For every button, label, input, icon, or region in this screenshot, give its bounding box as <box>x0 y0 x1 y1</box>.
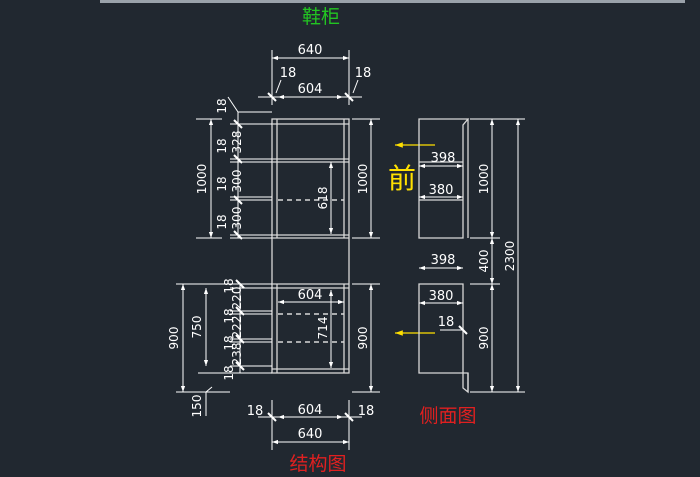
dim-gap-328: 328 <box>230 131 244 154</box>
dim-lower-shelf-a: 18 <box>222 308 236 323</box>
dim-shelf-4: 18 <box>215 214 229 229</box>
dim-bottom-overall: 640 <box>298 427 323 442</box>
side-view: 398 380 398 380 18 1000 400 900 2300 <box>418 118 525 394</box>
dim-side-upper-height: 1000 <box>477 164 491 195</box>
dim-lower-bottom-panel: 18 <box>222 365 236 380</box>
dim-lower-stack: 750 <box>190 316 204 339</box>
dim-upper-height: 1000 <box>195 164 209 195</box>
dim-lower-gap-238: 238 <box>230 343 244 366</box>
dim-side-upper-inner: 380 <box>429 183 454 198</box>
dim-side-back-panel: 18 <box>438 315 455 330</box>
dim-lower-top-panel: 18 <box>222 278 236 293</box>
dim-side-upper-outer: 398 <box>431 151 456 166</box>
dim-lower-inner-width: 604 <box>298 288 323 303</box>
left-lower-dimensions: 18 220 18 222 18 238 18 750 900 150 <box>167 278 272 417</box>
dim-lower-height-right: 900 <box>356 327 370 350</box>
dim-inner-width: 604 <box>298 82 323 97</box>
dim-top-board: 18 <box>215 98 229 113</box>
dim-gap-300-b: 300 <box>230 207 244 230</box>
dim-bottom-right-panel: 18 <box>358 404 375 419</box>
dim-shelf-2: 18 <box>215 138 229 153</box>
dim-lower-gap-222: 222 <box>230 316 244 339</box>
dim-overall-width: 640 <box>298 43 323 58</box>
front-direction: 前 <box>388 142 435 336</box>
structure-caption: 结构图 <box>289 453 346 475</box>
dim-left-panel: 18 <box>280 66 297 81</box>
lower-right-dimension: 900 <box>352 283 380 393</box>
dim-upper-height-right: 1000 <box>356 164 370 195</box>
dim-lower-shelf-b: 18 <box>222 335 236 350</box>
dim-bottom-inner: 604 <box>298 403 323 418</box>
dim-side-lower-outer: 398 <box>431 253 456 268</box>
upper-right-dimension: 1000 <box>352 118 380 239</box>
dim-total-height: 2300 <box>503 241 517 272</box>
top-dimensions: 640 18 18 604 <box>258 43 371 105</box>
side-caption: 侧面图 <box>419 405 476 427</box>
dim-side-lower-height: 900 <box>477 327 491 350</box>
drawing-title: 鞋柜 <box>302 6 340 28</box>
dim-lower-gap-220: 220 <box>230 287 244 310</box>
dim-right-panel: 18 <box>355 66 372 81</box>
dim-lower-inner-height: 714 <box>316 317 330 340</box>
top-edge-strip <box>100 0 685 3</box>
front-label: 前 <box>388 162 416 195</box>
dim-side-gap: 400 <box>477 250 491 273</box>
dim-gap-300-a: 300 <box>230 170 244 193</box>
dim-plinth: 150 <box>190 395 204 418</box>
dim-upper-inner-height: 618 <box>316 187 330 210</box>
left-upper-dimensions: 18 328 18 300 18 300 18 1000 <box>195 96 272 240</box>
dim-side-lower-inner: 380 <box>429 289 454 304</box>
bottom-dimensions: 18 604 18 640 <box>247 400 375 450</box>
dim-lower-height: 900 <box>167 327 181 350</box>
dim-shelf-3: 18 <box>215 176 229 191</box>
dim-bottom-left-panel: 18 <box>247 404 264 419</box>
front-view: 618 604 714 <box>271 118 350 374</box>
